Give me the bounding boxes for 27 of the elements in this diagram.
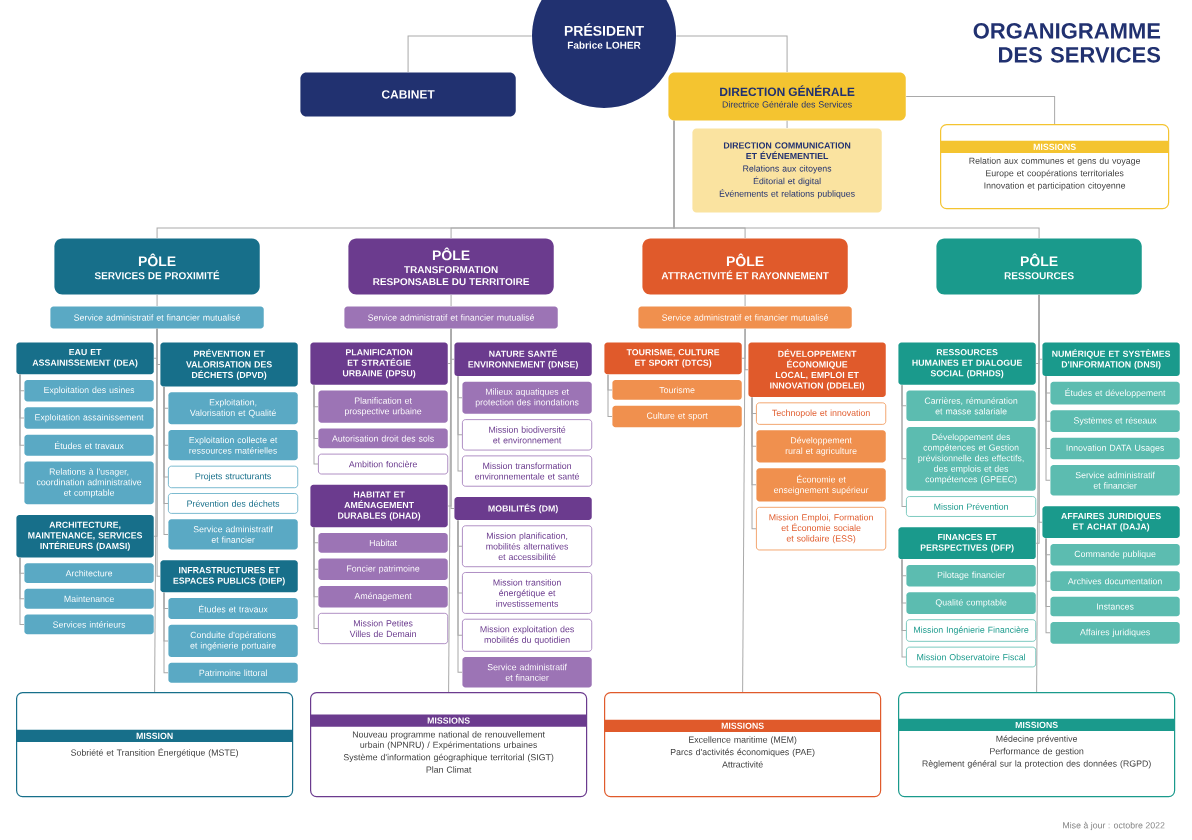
- connector-line: [751, 396, 757, 530]
- connector-line: [448, 328, 452, 693]
- connector-line: [673, 120, 1040, 239]
- connector-line: [154, 328, 158, 693]
- connector-line: [450, 294, 452, 307]
- connector-line: [1036, 294, 1040, 693]
- connector-line: [607, 374, 613, 417]
- connector-line: [1045, 538, 1051, 634]
- connector-line: [457, 375, 463, 472]
- connector-line: [19, 374, 25, 484]
- connector-line: [313, 384, 319, 465]
- title: ORGANIGRAMME DES SERVICES: [973, 23, 1161, 63]
- connector-line: [786, 120, 788, 129]
- connector-line: [744, 294, 746, 307]
- connector-line: [457, 519, 463, 673]
- connector-line: [675, 35, 788, 73]
- connector-line: [163, 386, 169, 535]
- connector-line: [313, 527, 319, 629]
- connector-line: [1045, 375, 1051, 481]
- connector-line: [901, 559, 907, 658]
- connector-line: [407, 35, 533, 73]
- connector-line: [19, 557, 25, 625]
- connector-line: [901, 384, 907, 507]
- connector-line: [156, 294, 158, 307]
- connector-line: [742, 328, 746, 693]
- connector-line: [905, 95, 1056, 125]
- connector-line: [163, 592, 169, 674]
